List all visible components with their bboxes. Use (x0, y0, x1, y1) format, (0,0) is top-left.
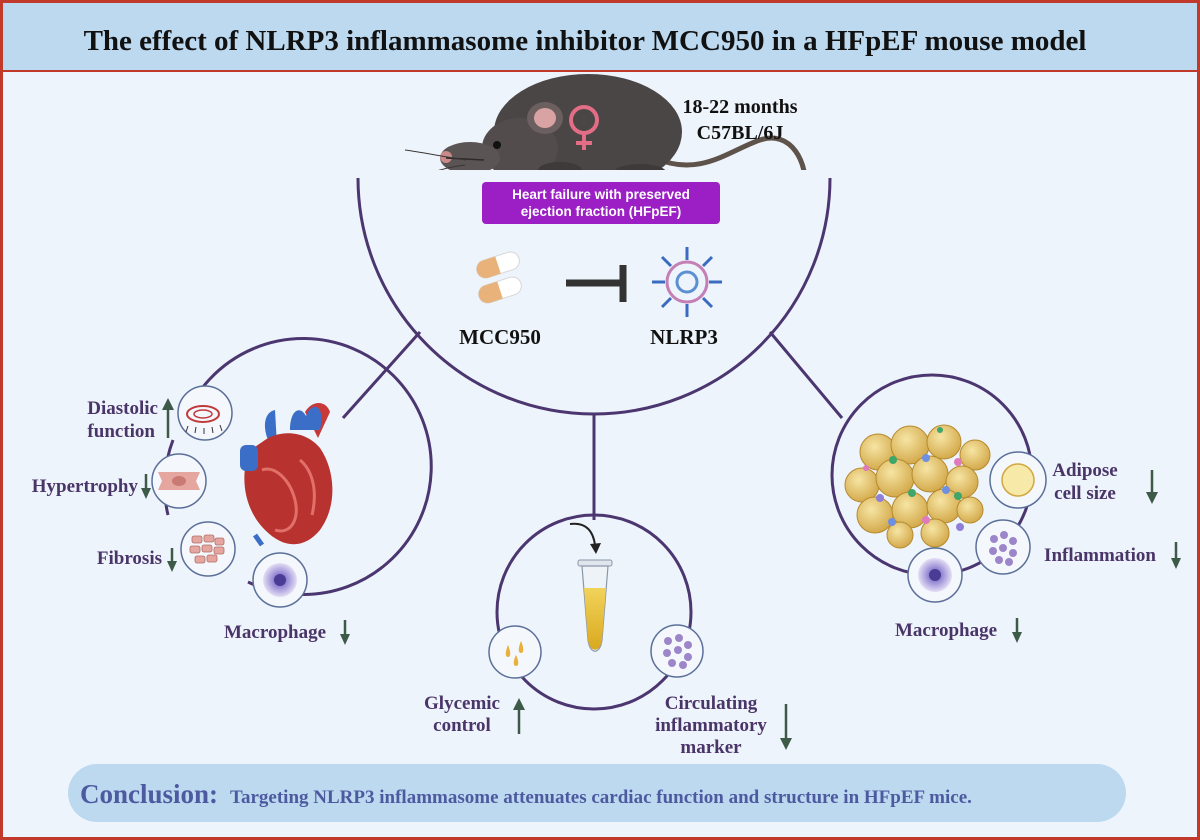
drug-label: MCC950 (459, 325, 541, 349)
connector-left (341, 330, 422, 420)
conclusion-text: Targeting NLRP3 inflammasome attenuates … (230, 787, 972, 808)
macrophage-icon-adipose (907, 547, 963, 603)
adipose-down-arrow-icon (1146, 470, 1158, 504)
mouse-strain: C57BL/6J (697, 122, 784, 144)
inflammation-cells-icon (975, 519, 1031, 575)
pill-capsules-icon (476, 251, 522, 304)
fibrosis-label: Fibrosis (97, 548, 162, 569)
macrophage-adipose-down-arrow-icon (1012, 618, 1022, 643)
circulating-down-arrow-icon (780, 704, 792, 750)
adipose-tissue-illustration (844, 424, 991, 549)
macrophage-icon-heart (252, 552, 308, 608)
hypertrophy-icon (151, 453, 207, 509)
hypertrophy-down-arrow-icon (141, 474, 151, 499)
inflammation-down-arrow-icon (1171, 542, 1181, 569)
circulating-label-line3: marker (680, 737, 742, 758)
fibrosis-icon (180, 521, 236, 577)
diastolic-up-arrow-icon (162, 398, 174, 438)
conclusion-label: Conclusion: (80, 779, 218, 809)
condition-line1: Heart failure with preserved (512, 187, 690, 202)
glycemic-label-line2: control (433, 715, 491, 736)
diastolic-function-icon (177, 385, 233, 441)
condition-line2: ejection fraction (HFpEF) (521, 204, 682, 219)
condition-box (482, 182, 720, 224)
blood-tube-icon (577, 559, 613, 652)
conclusion-bar (68, 764, 1126, 822)
mouse-age: 18-22 months (682, 96, 797, 118)
pipette-arrow-icon (569, 522, 601, 554)
heart-panel-circle (182, 337, 433, 597)
title-band (3, 3, 1197, 71)
nlrp3-inflammasome-icon (652, 247, 722, 317)
macrophage-heart-down-arrow-icon (340, 620, 350, 645)
blood-panel-circle (495, 513, 693, 711)
female-symbol-icon (569, 105, 599, 150)
adipose-label-line2: cell size (1054, 483, 1116, 504)
mouse-illustration (404, 74, 807, 170)
macrophage-label-heart: Macrophage (224, 622, 326, 643)
connector-right (768, 331, 844, 419)
glycemic-up-arrow-icon (513, 698, 525, 734)
heart-illustration (240, 403, 333, 547)
adipocyte-icon (989, 451, 1047, 509)
page-title: The effect of NLRP3 inflammasome inhibit… (84, 25, 1087, 57)
glycemic-label-line1: Glycemic (424, 693, 500, 714)
circulating-label-line1: Circulating (665, 693, 758, 714)
target-label: NLRP3 (650, 325, 718, 349)
macrophage-label-adipose: Macrophage (895, 620, 997, 641)
inflammation-label: Inflammation (1044, 545, 1156, 566)
inflammatory-marker-icon (650, 624, 704, 678)
inhibition-icon (566, 265, 627, 302)
circulating-label-line2: inflammatory (655, 715, 767, 736)
diastolic-label-line1: Diastolic (87, 398, 158, 419)
conclusion-sentence: Conclusion: Targeting NLRP3 inflammasome… (80, 779, 972, 809)
adipose-label-line1: Adipose (1052, 460, 1117, 481)
diastolic-label-line2: function (87, 421, 155, 442)
hypertrophy-label: Hypertrophy (32, 476, 139, 497)
glucose-drops-icon (488, 625, 542, 679)
fibrosis-down-arrow-icon (167, 548, 177, 572)
